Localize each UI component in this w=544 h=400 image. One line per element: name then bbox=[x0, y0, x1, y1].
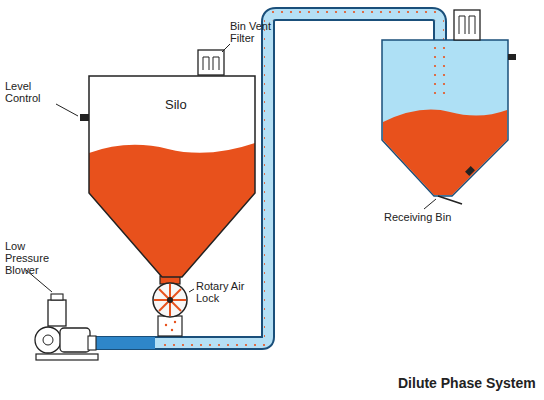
rotary-airlock bbox=[153, 276, 187, 336]
blower-label: Low Pressure Blower bbox=[5, 240, 65, 276]
level-control-label: Level Control bbox=[5, 80, 55, 104]
airlock-label: Rotary Air Lock bbox=[196, 280, 246, 304]
low-pressure-blower bbox=[26, 270, 98, 360]
vessel-name: Silo bbox=[165, 97, 187, 112]
receiving-bin-label: Receiving Bin bbox=[384, 211, 474, 223]
filter-label: Bin Vent Filter bbox=[230, 20, 282, 44]
bin-vent-filter bbox=[198, 50, 224, 75]
caption: Dilute Phase System bbox=[398, 375, 536, 391]
silo-vessel: Silo bbox=[88, 75, 256, 278]
level-control bbox=[56, 104, 89, 121]
receiving-bin bbox=[382, 10, 516, 209]
